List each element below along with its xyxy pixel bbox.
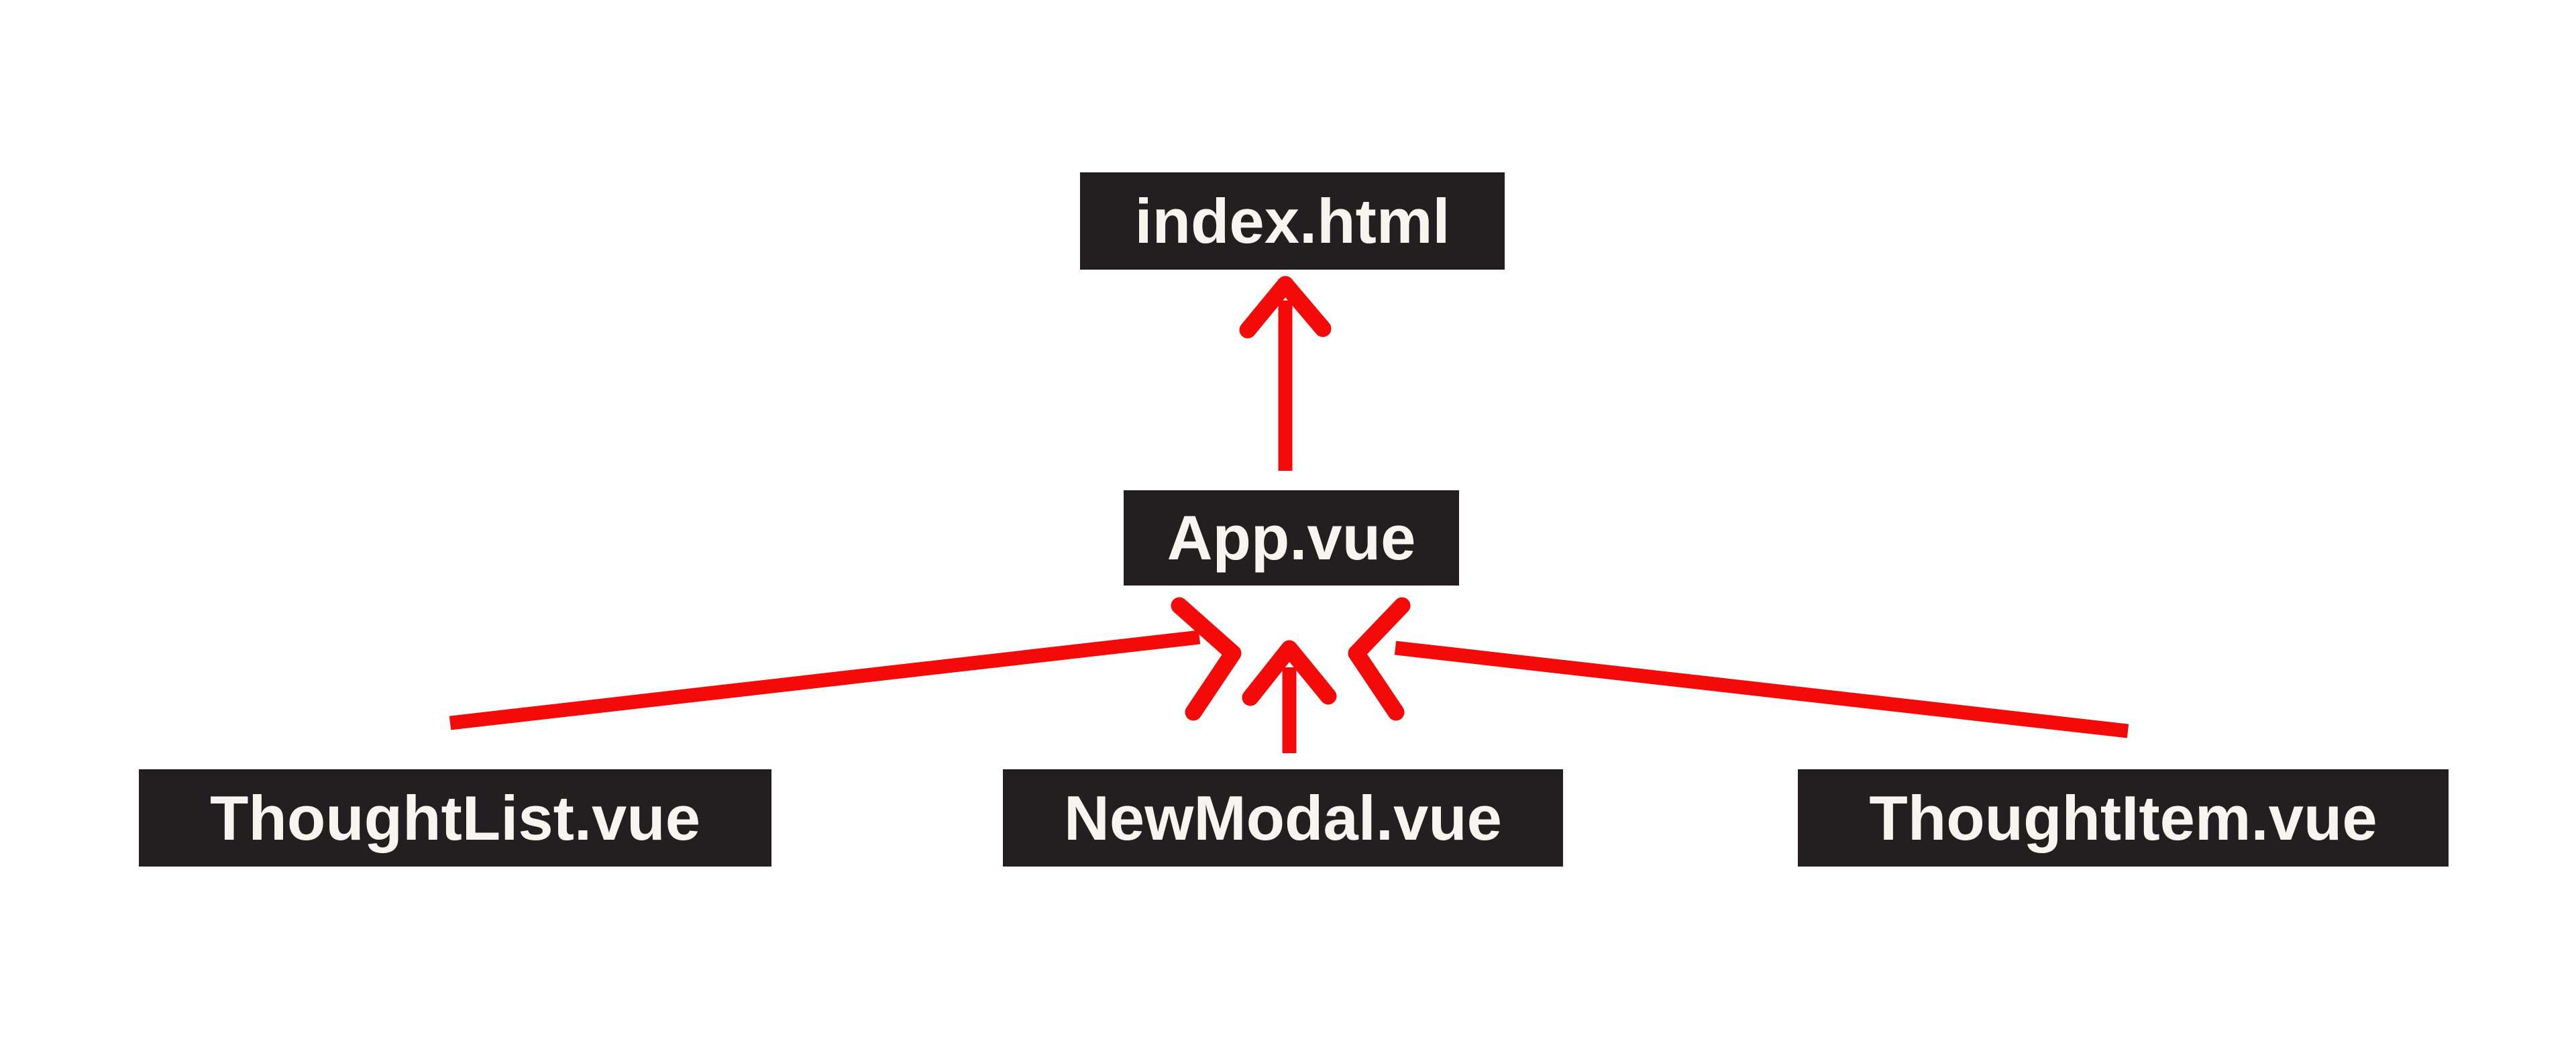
edge-app-to-index-arrowhead xyxy=(1239,276,1332,339)
node-thoughtitem-vue: ThoughtItem.vue xyxy=(1798,769,2449,867)
node-newmodal-vue-label: NewModal.vue xyxy=(1064,782,1502,853)
edge-thoughtlist-to-app-arrowhead xyxy=(1171,597,1242,721)
node-index-html: index.html xyxy=(1080,172,1505,270)
node-thoughtlist-vue: ThoughtList.vue xyxy=(139,769,771,867)
node-app-vue: App.vue xyxy=(1124,490,1459,586)
edge-thoughtitem-to-app-shaft xyxy=(1394,641,2129,738)
node-app-vue-label: App.vue xyxy=(1167,502,1416,573)
edge-thoughtitem-to-app-arrowhead xyxy=(1348,597,1411,721)
node-thoughtlist-vue-label: ThoughtList.vue xyxy=(209,782,701,853)
node-thoughtitem-vue-label: ThoughtItem.vue xyxy=(1869,782,2377,853)
node-index-html-label: index.html xyxy=(1134,185,1450,256)
edge-thoughtlist-to-app-shaft xyxy=(449,630,1201,730)
edge-newmodal-to-app-arrowhead xyxy=(1242,640,1337,706)
node-newmodal-vue: NewModal.vue xyxy=(1003,769,1563,867)
